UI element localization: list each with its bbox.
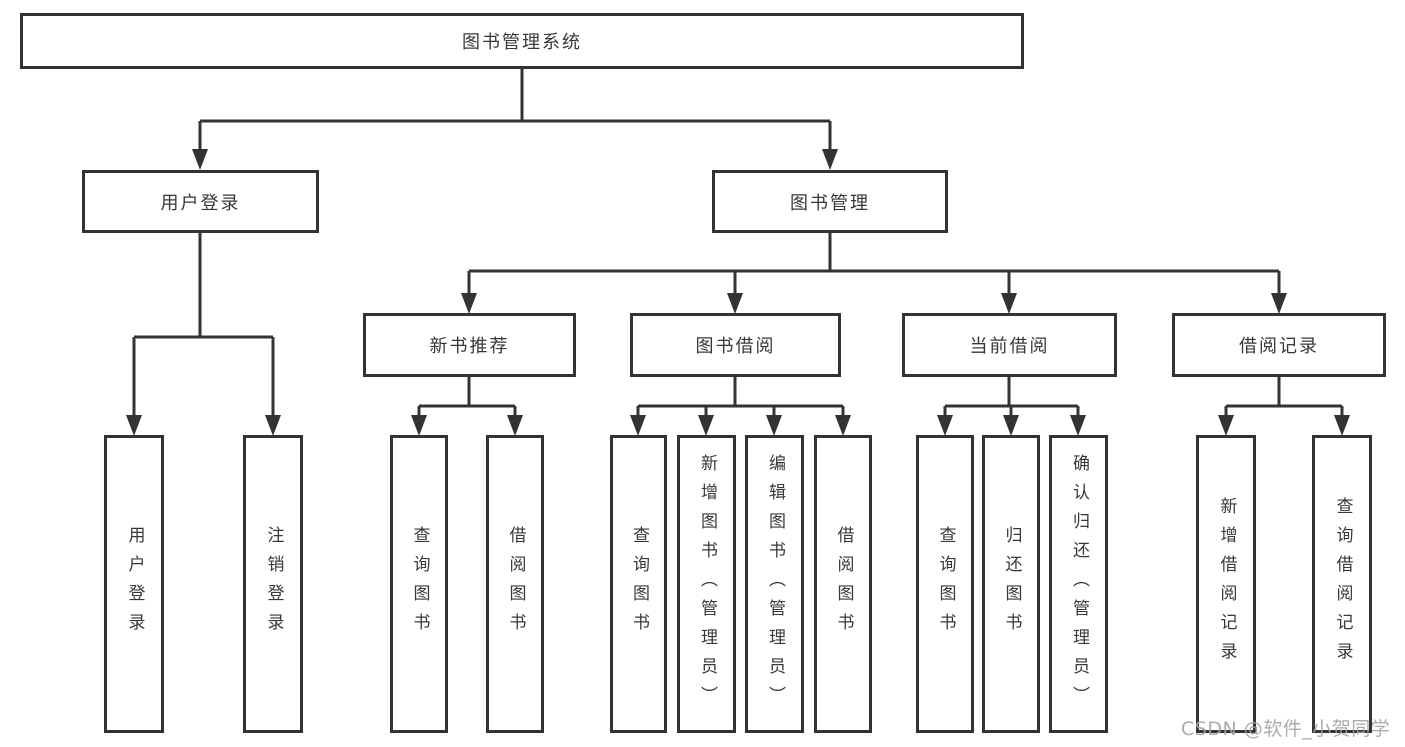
node-new-book-recommend: 新书推荐 bbox=[363, 313, 576, 377]
node-book-management: 图书管理 bbox=[712, 170, 948, 233]
leaf-user-login: 用户登录 bbox=[104, 435, 164, 733]
leaf-query-books-2: 查询图书 bbox=[610, 435, 667, 733]
leaf-add-books-admin-label: 新增图书（管理员） bbox=[697, 453, 717, 715]
node-root-system-label: 图书管理系统 bbox=[462, 32, 582, 53]
leaf-logout: 注销登录 bbox=[243, 435, 303, 733]
node-book-borrow-label: 图书借阅 bbox=[695, 336, 776, 357]
node-root-system: 图书管理系统 bbox=[20, 13, 1024, 69]
leaf-add-borrow-record: 新增借阅记录 bbox=[1196, 435, 1256, 733]
node-book-borrow: 图书借阅 bbox=[630, 313, 841, 377]
arrowhead-icons bbox=[126, 149, 1350, 436]
leaf-add-books-admin: 新增图书（管理员） bbox=[677, 435, 736, 733]
leaf-confirm-return-admin: 确认归还（管理员） bbox=[1049, 435, 1108, 733]
leaf-query-books-3-label: 查询图书 bbox=[935, 526, 956, 642]
node-current-borrow: 当前借阅 bbox=[902, 313, 1117, 377]
leaf-borrow-books-1: 借阅图书 bbox=[486, 435, 544, 733]
leaf-edit-books-admin-label: 编辑图书（管理员） bbox=[765, 453, 785, 715]
node-user-login: 用户登录 bbox=[82, 170, 319, 233]
leaf-return-books-label: 归还图书 bbox=[1001, 526, 1022, 642]
node-borrow-records: 借阅记录 bbox=[1172, 313, 1386, 377]
leaf-user-login-label: 用户登录 bbox=[124, 526, 145, 642]
leaf-edit-books-admin: 编辑图书（管理员） bbox=[745, 435, 804, 733]
node-borrow-records-label: 借阅记录 bbox=[1239, 336, 1319, 357]
leaf-borrow-books-2-label: 借阅图书 bbox=[833, 526, 854, 642]
leaf-query-borrow-record-label: 查询借阅记录 bbox=[1332, 497, 1353, 671]
leaf-return-books: 归还图书 bbox=[982, 435, 1040, 733]
leaf-logout-label: 注销登录 bbox=[263, 526, 284, 642]
csdn-watermark: CSDN @软件_小贺同学 bbox=[1181, 718, 1391, 740]
leaf-confirm-return-admin-label: 确认归还（管理员） bbox=[1069, 453, 1089, 715]
node-current-borrow-label: 当前借阅 bbox=[969, 336, 1050, 357]
leaf-query-books-1: 查询图书 bbox=[390, 435, 448, 733]
leaf-query-books-1-label: 查询图书 bbox=[409, 526, 430, 642]
leaf-borrow-books-1-label: 借阅图书 bbox=[505, 526, 526, 642]
leaf-query-books-3: 查询图书 bbox=[916, 435, 974, 733]
node-user-login-label: 用户登录 bbox=[160, 192, 241, 214]
connector-edges bbox=[132, 69, 1344, 418]
leaf-query-books-2-label: 查询图书 bbox=[629, 526, 649, 642]
node-book-management-label: 图书管理 bbox=[790, 192, 870, 214]
leaf-add-borrow-record-label: 新增借阅记录 bbox=[1216, 497, 1237, 671]
leaf-borrow-books-2: 借阅图书 bbox=[814, 435, 872, 733]
node-new-book-recommend-label: 新书推荐 bbox=[429, 336, 510, 357]
leaf-query-borrow-record: 查询借阅记录 bbox=[1312, 435, 1372, 733]
